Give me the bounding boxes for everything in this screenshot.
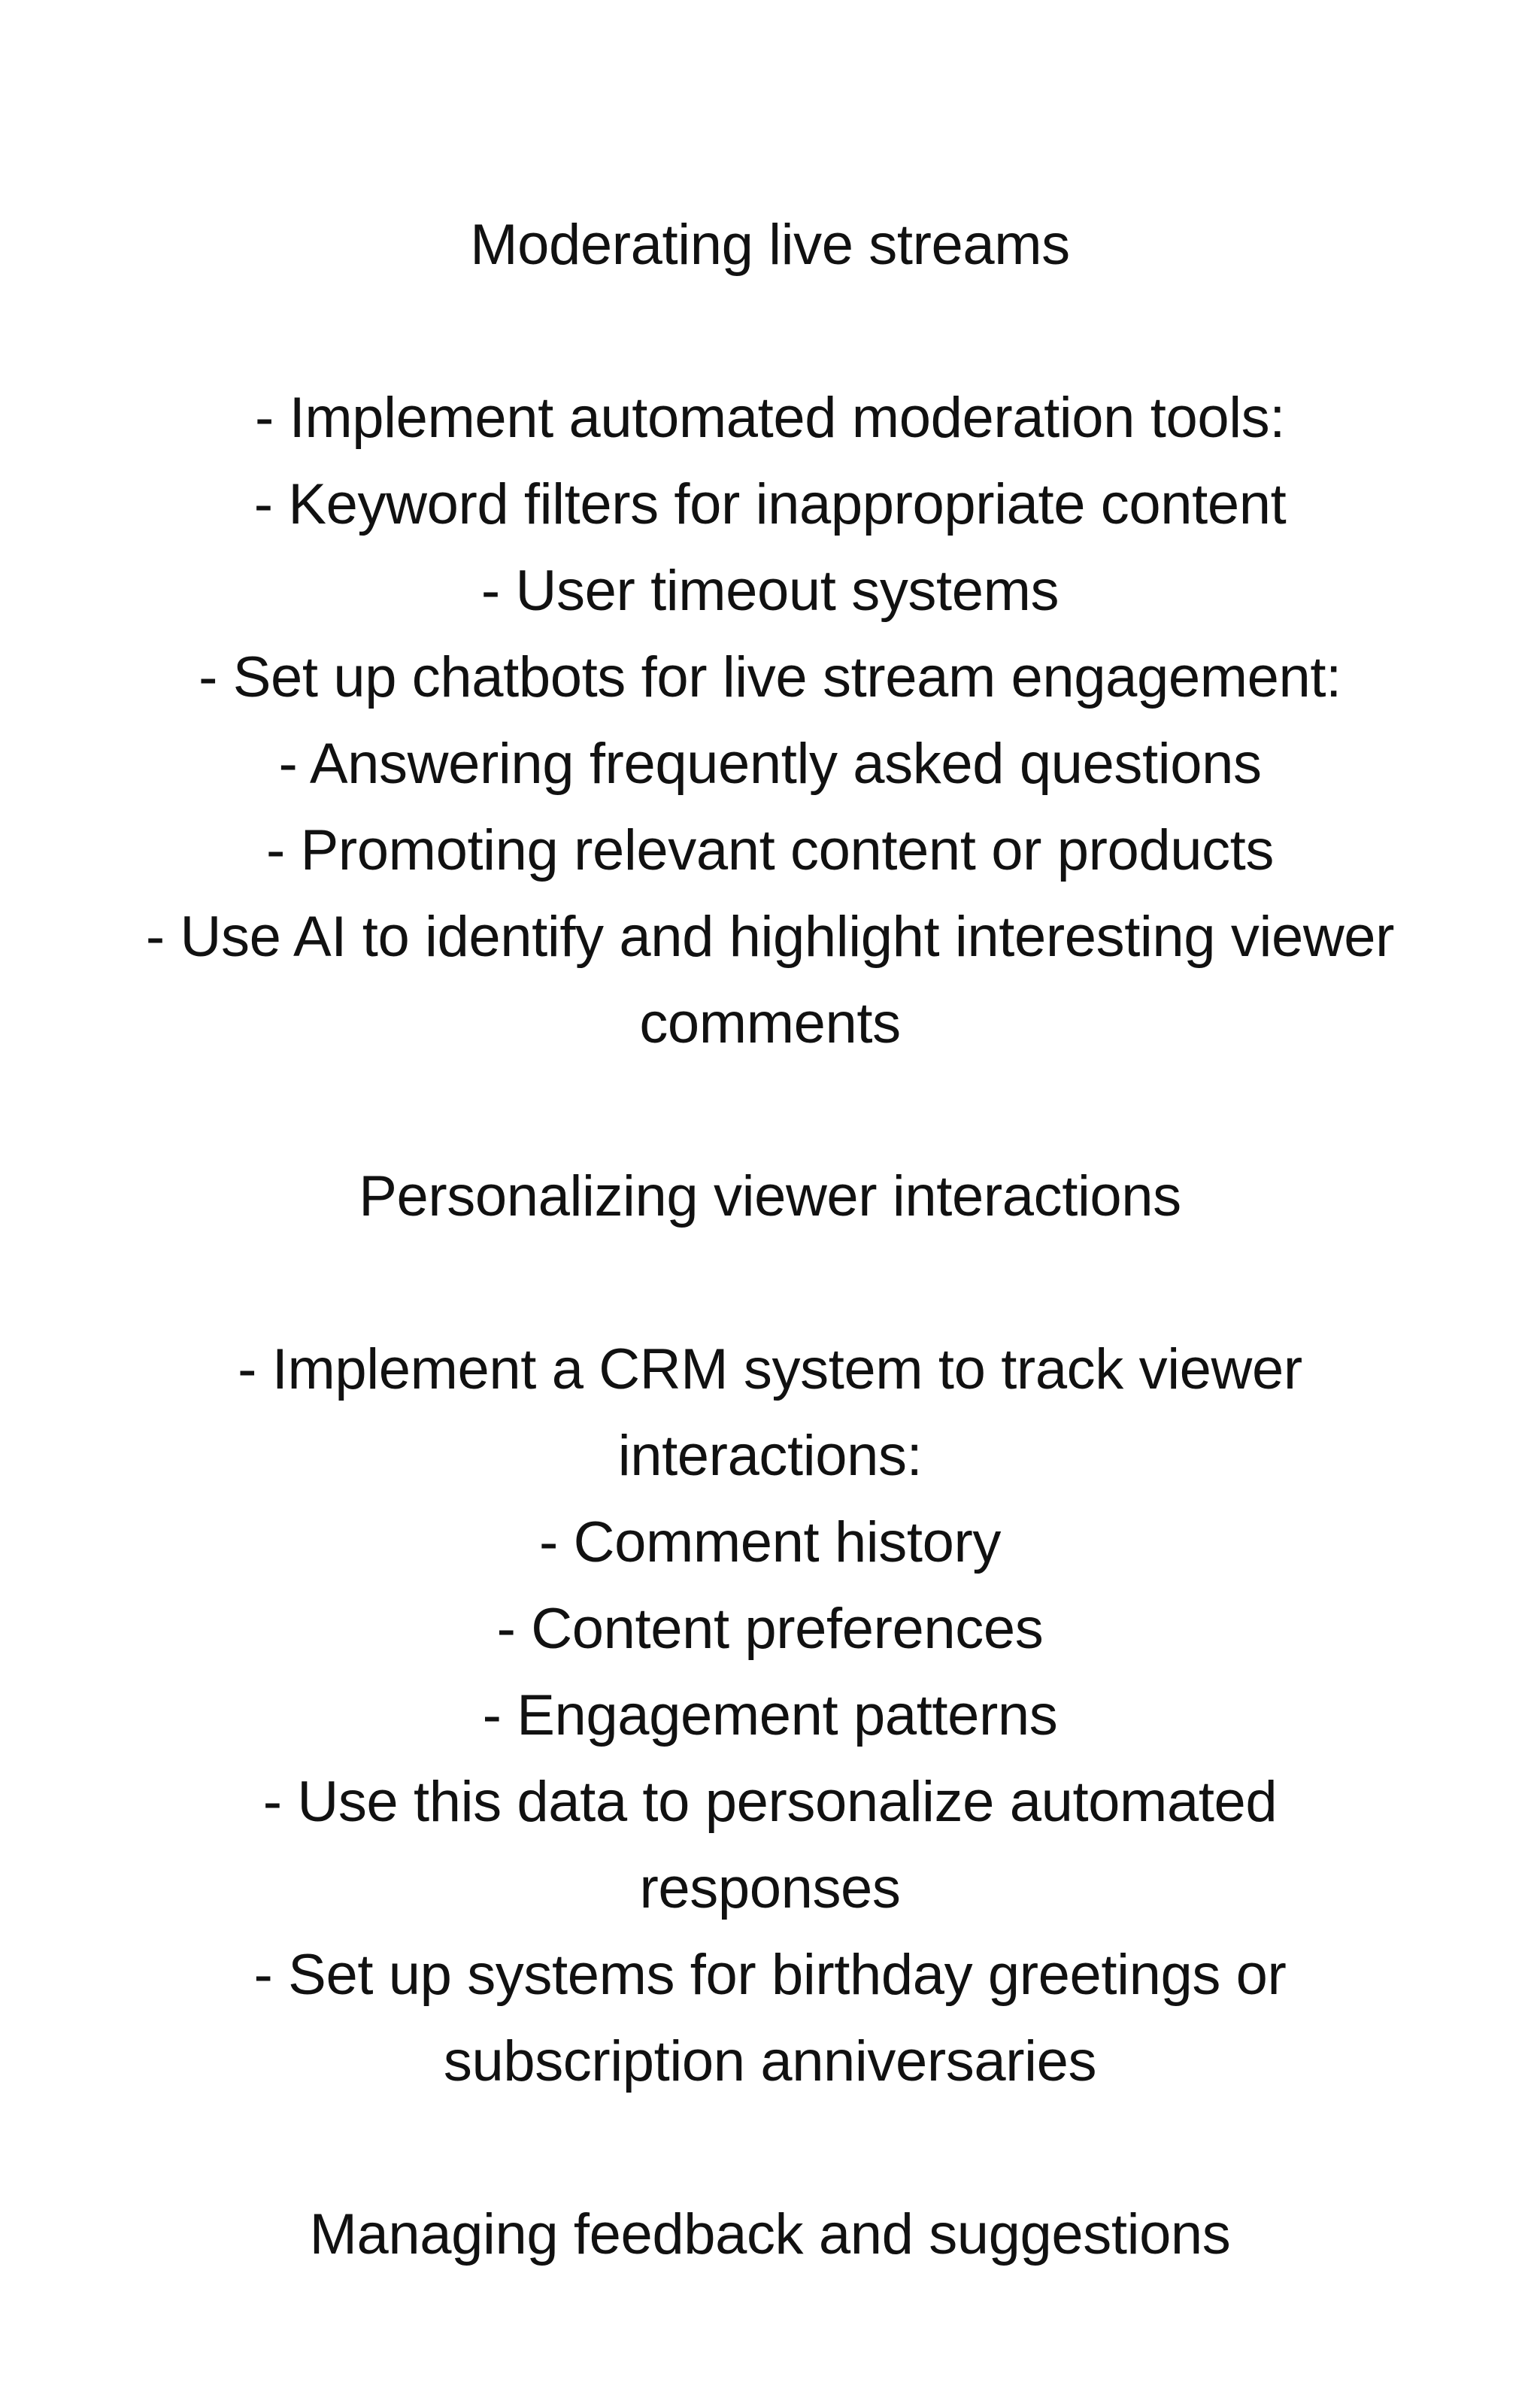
- bullet-comment-history: - Comment history: [538, 1510, 1001, 1574]
- bullet-birthday-greetings: - Set up systems for birthday greetings …: [253, 1943, 1287, 2007]
- bullet-use-ai-highlight-comments-wrap: comments: [639, 991, 901, 1055]
- blank-line: [0, 2105, 1540, 2191]
- section-heading-managing-feedback-and-suggestions: Managing feedback and suggestions: [309, 2202, 1231, 2266]
- bullet-keyword-filters: - Keyword filters for inappropriate cont…: [253, 472, 1287, 536]
- bullet-content-preferences: - Content preferences: [496, 1597, 1044, 1661]
- bullet-use-ai-highlight-comments: - Use AI to identify and highlight inter…: [145, 905, 1395, 969]
- bullet-use-data-personalize-responses-wrap: responses: [639, 1856, 901, 1920]
- bullet-implement-crm-system: - Implement a CRM system to track viewer: [238, 1337, 1302, 1401]
- bullet-set-up-chatbots: - Set up chatbots for live stream engage…: [199, 645, 1341, 709]
- bullet-engagement-patterns: - Engagement patterns: [482, 1683, 1058, 1747]
- section-heading-moderating-live-streams: Moderating live streams: [470, 213, 1070, 277]
- bullet-promoting-relevant-content: - Promoting relevant content or products: [265, 818, 1274, 882]
- document-text-body: Moderating live streams - Implement auto…: [0, 202, 1540, 2278]
- bullet-implement-automated-moderation-tools: - Implement automated moderation tools:: [255, 386, 1285, 450]
- bullet-user-timeout-systems: - User timeout systems: [480, 559, 1060, 623]
- blank-line: [0, 288, 1540, 375]
- section-heading-personalizing-viewer-interactions: Personalizing viewer interactions: [359, 1164, 1181, 1228]
- bullet-implement-crm-system-wrap: interactions:: [617, 1424, 923, 1488]
- bullet-use-data-personalize-responses: - Use this data to personalize automated: [262, 1770, 1278, 1834]
- bullet-answering-faq: - Answering frequently asked questions: [278, 732, 1262, 796]
- bullet-birthday-greetings-wrap: subscription anniversaries: [443, 2029, 1097, 2093]
- blank-line: [0, 1240, 1540, 1326]
- blank-line: [0, 1067, 1540, 1153]
